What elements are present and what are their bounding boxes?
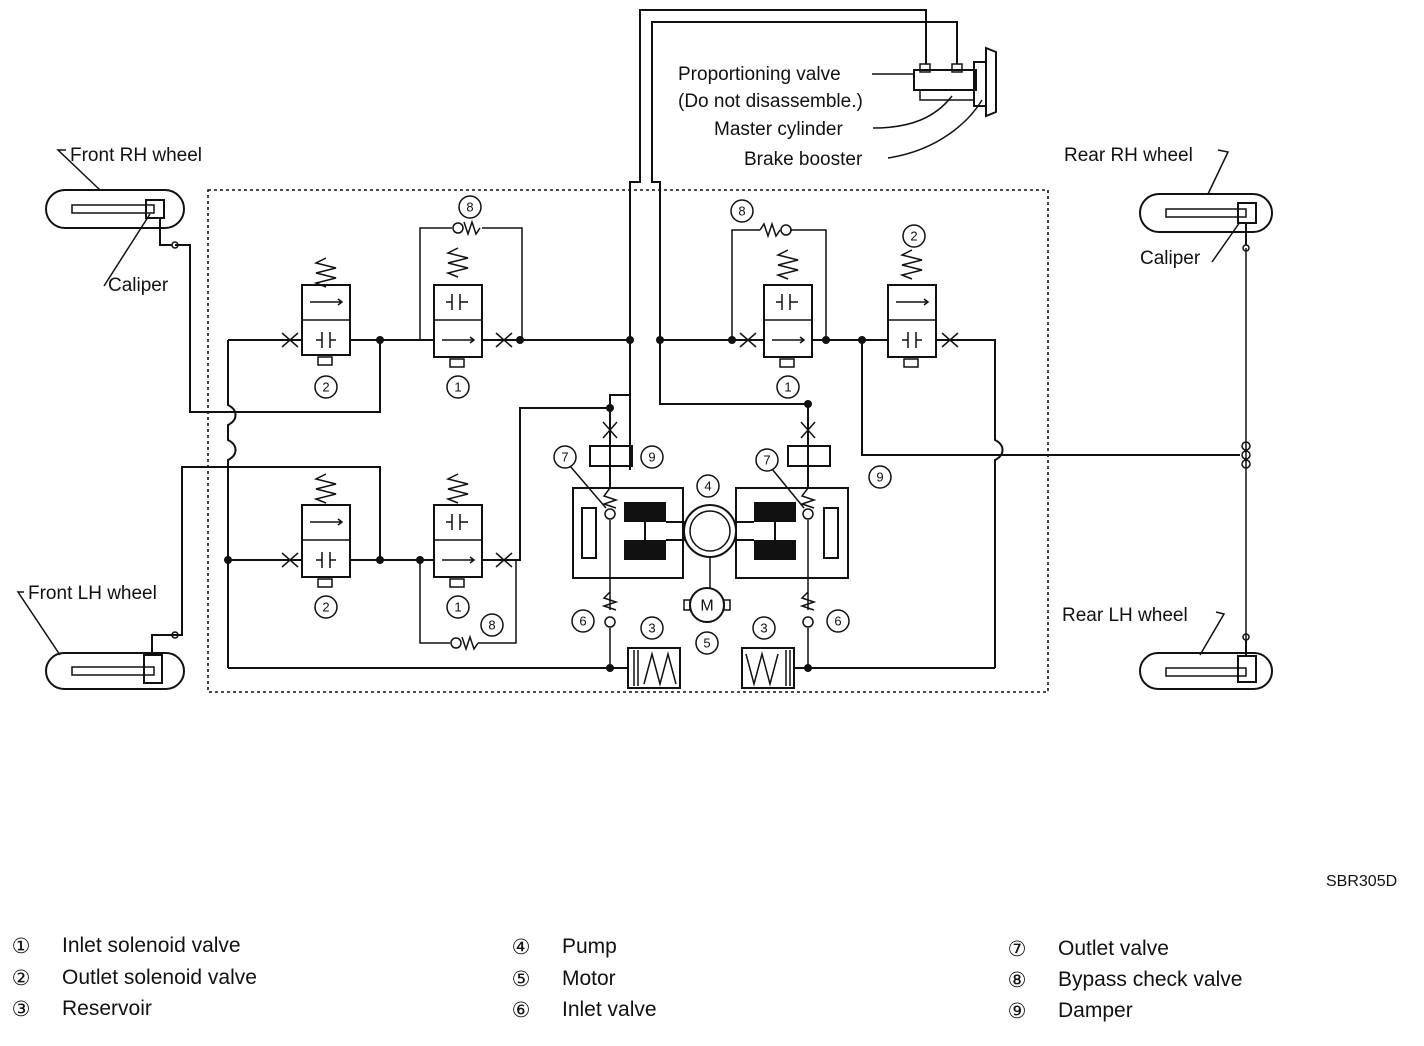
legend-text: Reservoir	[62, 997, 152, 1020]
front-outlet-solenoid-lower	[301, 473, 351, 588]
front-rh-wheel	[45, 189, 185, 249]
pump-left	[572, 487, 684, 579]
rear-lh-wheel	[1139, 633, 1273, 690]
legend-text: Outlet solenoid valve	[62, 966, 257, 989]
legend-symbol: ③	[11, 998, 31, 1021]
reservoir-rear	[741, 647, 795, 689]
label-do-not-disassemble: (Do not disassemble.)	[678, 91, 863, 112]
legend-text: Bypass check valve	[1058, 968, 1243, 991]
rear-splitter	[1241, 441, 1251, 469]
label-master-cylinder: Master cylinder	[714, 119, 843, 140]
marker-1-rear: 1	[784, 380, 791, 395]
marker-6-front: 6	[579, 614, 586, 629]
marker-8-rear: 8	[738, 204, 745, 219]
marker-9-front: 9	[648, 450, 655, 465]
pump-right	[735, 487, 849, 579]
legend-text: Inlet solenoid valve	[62, 934, 241, 957]
legend-symbol: ⑥	[511, 999, 531, 1022]
reservoir-front	[627, 647, 681, 689]
rear-inlet-solenoid	[763, 249, 813, 368]
marker-1-front-upper: 1	[454, 380, 461, 395]
inlet-valve-front	[601, 591, 619, 628]
marker-2-front-lower: 2	[322, 600, 329, 615]
legend-text: Inlet valve	[562, 998, 657, 1021]
legend-symbol: ④	[511, 936, 531, 959]
legend-text: Motor	[562, 967, 616, 990]
legend-text: Outlet valve	[1058, 937, 1169, 960]
legend-symbol: ⑤	[511, 968, 531, 991]
damper-front	[589, 445, 633, 467]
label-front-rh-wheel: Front RH wheel	[70, 145, 202, 166]
front-lh-wheel	[45, 631, 185, 690]
marker-7-rear: 7	[763, 453, 770, 468]
actuator-outline	[207, 189, 1049, 693]
bypass-check-valve-front-lower	[450, 634, 479, 652]
marker-1-front-lower: 1	[454, 600, 461, 615]
damper-rear	[787, 445, 831, 467]
label-caliper-front: Caliper	[108, 275, 169, 296]
marker-3-rear: 3	[760, 621, 767, 636]
marker-6-rear: 6	[834, 614, 841, 629]
motor-symbol: M	[700, 598, 713, 615]
legend-symbol: ⑧	[1007, 969, 1027, 992]
motor: M	[683, 587, 731, 623]
label-caliper-rear: Caliper	[1140, 248, 1201, 269]
bypass-check-valve-rear	[759, 221, 792, 239]
marker-8-front-lower: 8	[488, 618, 495, 633]
legend-symbol: ⑦	[1007, 938, 1027, 961]
orifices	[281, 332, 959, 568]
marker-9-rear: 9	[876, 470, 883, 485]
legend-text: Pump	[562, 935, 617, 958]
label-proportioning-valve: Proportioning valve	[678, 64, 841, 85]
bypass-check-valve-front-upper	[452, 219, 481, 237]
rear-rh-wheel	[1139, 193, 1273, 252]
label-front-lh-wheel: Front LH wheel	[28, 583, 157, 604]
figure-code: SBR305D	[1326, 873, 1398, 890]
front-inlet-solenoid-upper	[433, 247, 483, 368]
legend-symbol: ⑨	[1007, 1000, 1027, 1023]
marker-4: 4	[704, 479, 711, 494]
marker-3-front: 3	[648, 621, 655, 636]
junction-dots	[224, 336, 866, 672]
inlet-valve-rear	[799, 591, 817, 628]
label-brake-booster: Brake booster	[744, 149, 863, 170]
legend-symbol: ①	[11, 935, 31, 958]
legend-symbol: ②	[11, 967, 31, 990]
label-rear-lh-wheel: Rear LH wheel	[1062, 605, 1188, 626]
marker-7-front: 7	[561, 450, 568, 465]
marker-2-rear: 2	[910, 229, 917, 244]
pump-motor-shaft	[666, 504, 754, 588]
legend-text: Damper	[1058, 999, 1133, 1022]
marker-5: 5	[703, 636, 710, 651]
rear-outlet-solenoid	[887, 249, 937, 368]
front-outlet-solenoid-upper	[301, 257, 351, 366]
markers: 8 2 1 2 1 8 8 2 1 7 9 7 9 4 6 6 3 3 5	[314, 195, 926, 655]
label-rear-rh-wheel: Rear RH wheel	[1064, 145, 1193, 166]
marker-8-front-upper: 8	[466, 200, 473, 215]
front-inlet-solenoid-lower	[433, 473, 483, 588]
marker-2-front-upper: 2	[322, 380, 329, 395]
